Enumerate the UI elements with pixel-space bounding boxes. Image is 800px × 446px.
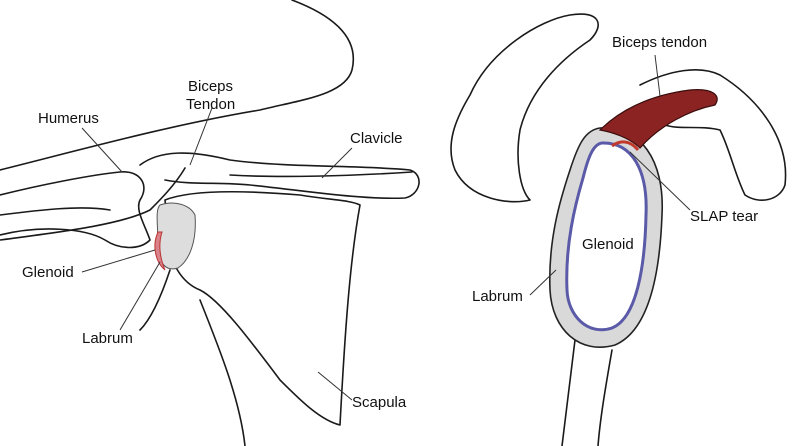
clavicle-bone <box>229 171 413 178</box>
scapula-bone <box>164 190 361 426</box>
label-biceps-tendon-right: Biceps tendon <box>612 34 708 51</box>
leader-scapula <box>317 371 353 401</box>
left-labrum <box>154 231 166 271</box>
label-clavicle: Clavicle <box>350 130 403 147</box>
body-outline <box>0 0 355 171</box>
acromion <box>139 152 420 200</box>
label-biceps-line2: Tendon <box>186 96 236 113</box>
leader-biceps-right <box>654 54 661 97</box>
coracoid-outline <box>450 13 599 203</box>
label-labrum-left: Labrum <box>82 330 133 347</box>
humerus-shaft <box>0 207 111 216</box>
label-labrum-right: Labrum <box>472 288 523 305</box>
leader-slap <box>629 151 691 211</box>
leader-biceps <box>189 107 213 166</box>
label-scapula: Scapula <box>352 394 407 411</box>
label-glenoid-right: Glenoid <box>582 236 634 253</box>
label-biceps-line1: Biceps <box>188 78 234 95</box>
humerus-bone <box>0 171 151 249</box>
right-biceps-tendon <box>598 89 718 149</box>
leader-labrum-right <box>529 269 557 296</box>
leader-clavicle <box>321 147 353 179</box>
label-humerus: Humerus <box>38 110 99 127</box>
leader-labrum-left <box>119 261 161 331</box>
acromion-outline <box>639 69 787 201</box>
left-shoulder-view <box>0 0 420 446</box>
left-glenoid <box>156 202 196 270</box>
label-slap-tear: SLAP tear <box>690 208 759 225</box>
biceps-tendon-left <box>0 167 186 241</box>
leader-glenoid-left <box>81 249 156 273</box>
scapula-neck <box>561 339 613 446</box>
label-glenoid-left: Glenoid <box>22 264 74 281</box>
slap-tear <box>611 140 640 151</box>
leader-humerus <box>81 127 123 173</box>
scapula-lower-edge <box>139 269 246 446</box>
right-glenoid-view <box>450 13 787 446</box>
right-glenoid <box>565 141 648 332</box>
